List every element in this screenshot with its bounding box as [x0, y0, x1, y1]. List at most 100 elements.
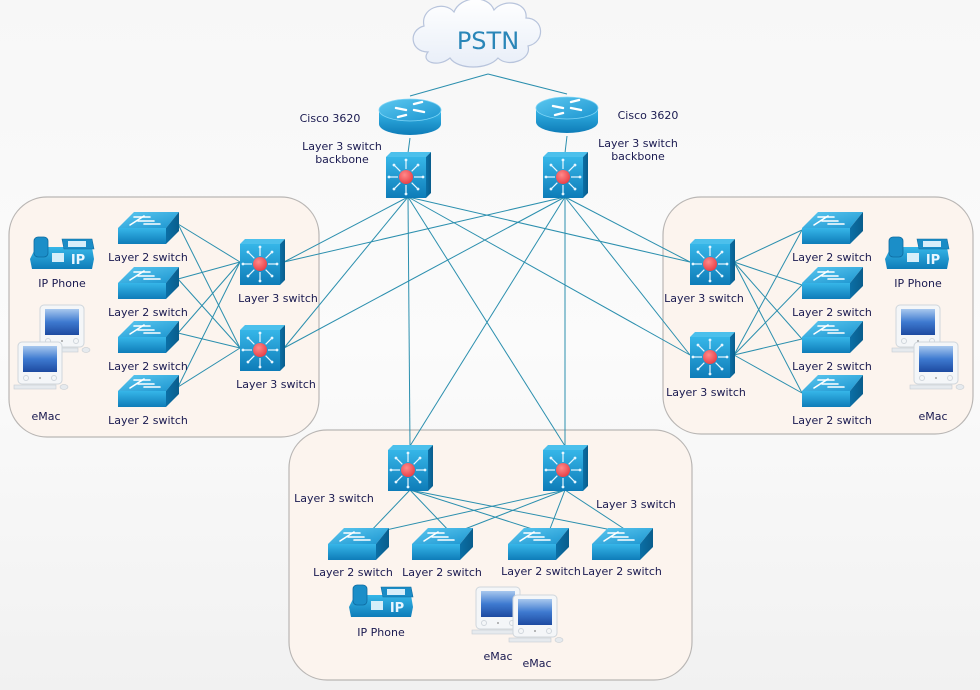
node-ls3[interactable]: Layer 2 switch — [108, 321, 188, 373]
layer2-switch-icon — [802, 321, 863, 353]
layer2-switch-icon — [508, 528, 569, 560]
ip-phone-icon: IP — [885, 236, 950, 269]
link-b2-bl1 — [409, 196, 566, 447]
node-label: IP Phone — [38, 277, 86, 290]
layer2-switch-icon — [118, 321, 179, 353]
node-label: Layer 3 switch — [236, 378, 316, 391]
node-r2[interactable]: Cisco 3620 — [535, 96, 679, 133]
layer3-switch-icon — [690, 332, 735, 378]
node-label: IP Phone — [357, 626, 405, 639]
node-ls2[interactable]: Layer 2 switch — [108, 267, 188, 319]
link-rl2-rs3 — [733, 338, 803, 356]
node-rs3[interactable]: Layer 2 switch — [792, 321, 872, 373]
node-label: Layer 3 switch — [596, 498, 676, 511]
node-bmac2[interactable]: eMac — [508, 594, 564, 670]
link-bl2-bs2 — [451, 489, 566, 535]
link-bl2-bs1 — [367, 489, 566, 535]
node-ll1[interactable]: Layer 3 switch — [238, 239, 318, 305]
layer3-switch-icon — [386, 152, 431, 198]
cloud-icon — [412, 0, 542, 68]
node-bs1[interactable]: Layer 2 switch — [313, 528, 393, 579]
node-rl1[interactable]: Layer 3 switch — [664, 239, 744, 305]
node-bs3[interactable]: Layer 2 switch — [501, 528, 581, 578]
link-b1-ll2 — [283, 196, 409, 349]
link-rl2-rs1 — [733, 229, 803, 356]
link-ll2-ls3 — [177, 332, 241, 349]
layer2-switch-icon — [118, 267, 179, 299]
link-bl1-bs3 — [409, 489, 549, 535]
node-rs4[interactable]: Layer 2 switch — [792, 375, 872, 427]
link-pstn-r1 — [409, 73, 489, 97]
link-b1-bl1 — [407, 196, 411, 447]
router-icon — [378, 98, 442, 135]
link-rl2-rs2 — [733, 284, 803, 356]
link-b1-bl2 — [407, 196, 566, 447]
node-label: Layer 3 switch — [664, 292, 744, 305]
link-rl1-rs1 — [733, 229, 803, 263]
node-rs1[interactable]: Layer 2 switch — [792, 212, 872, 264]
layer3-switch-icon — [388, 445, 433, 491]
link-rl1-rs4 — [733, 261, 803, 394]
node-bl2[interactable]: Layer 3 switch — [543, 445, 676, 511]
node-label: Layer 2 switch — [582, 565, 662, 578]
link-bl2-bs4 — [564, 489, 633, 535]
node-rs2[interactable]: Layer 2 switch — [792, 267, 872, 319]
link-ll2-ls2 — [177, 278, 241, 349]
link-rl1-rs2 — [733, 261, 803, 286]
pstn-cloud[interactable]: PSTN — [412, 0, 542, 68]
node-ls1[interactable]: Layer 2 switch — [108, 212, 188, 264]
link-ll2-ls1 — [177, 223, 241, 349]
link-bl2-bs3 — [547, 489, 566, 535]
node-label: Layer 2 switch — [108, 360, 188, 373]
layer3-switch-icon — [543, 445, 588, 491]
layer2-switch-icon — [412, 528, 473, 560]
svg-text:IP: IP — [926, 253, 940, 268]
node-label: Layer 2 switch — [108, 414, 188, 427]
node-label: Layer 3 switch — [238, 292, 318, 305]
link-b1-rl1 — [407, 196, 691, 263]
pstn-label: PSTN — [457, 27, 519, 55]
node-label: Layer 3 switch — [294, 492, 374, 505]
emac-computer-icon — [13, 341, 69, 390]
node-label: Layer 2 switch — [792, 360, 872, 373]
node-bs4[interactable]: Layer 2 switch — [582, 528, 662, 578]
node-label: eMac — [31, 410, 60, 423]
node-ls4[interactable]: Layer 2 switch — [108, 375, 188, 427]
router-icon — [535, 96, 599, 133]
layer3-switch-icon — [690, 239, 735, 285]
node-bs2[interactable]: Layer 2 switch — [402, 528, 482, 579]
link-bl1-bs4 — [409, 489, 633, 535]
link-ll2-ls4 — [177, 347, 241, 388]
node-label: Layer 2 switch — [313, 566, 393, 579]
link-b2-ll1 — [283, 196, 566, 263]
svg-text:IP: IP — [390, 601, 404, 616]
link-bl1-bs1 — [367, 489, 411, 535]
node-label: eMac — [522, 657, 551, 670]
node-bph[interactable]: IP IP Phone — [349, 584, 414, 639]
link-ll1-ls3 — [177, 261, 241, 334]
node-label: Cisco 3620 — [618, 109, 679, 122]
node-bl1[interactable]: Layer 3 switch — [294, 445, 433, 505]
link-b2-ll2 — [283, 196, 566, 349]
node-ll2[interactable]: Layer 3 switch — [236, 325, 316, 391]
link-r1-b1 — [407, 137, 411, 154]
node-lmac[interactable]: eMac — [13, 304, 91, 423]
node-label: Layer 2 switch — [108, 251, 188, 264]
layer2-switch-icon — [118, 375, 179, 407]
link-b1-ll1 — [283, 196, 409, 263]
node-rmac[interactable]: eMac — [891, 304, 965, 423]
link-b2-rl2 — [564, 196, 691, 356]
layer3-switch-icon — [240, 239, 285, 285]
layer2-switch-icon — [328, 528, 389, 560]
link-pstn-r2 — [487, 73, 568, 95]
node-rl2[interactable]: Layer 3 switch — [666, 332, 746, 399]
bottom-site-group — [288, 429, 693, 681]
link-ll1-ls4 — [177, 261, 241, 388]
node-r1[interactable]: Cisco 3620 — [300, 98, 442, 135]
